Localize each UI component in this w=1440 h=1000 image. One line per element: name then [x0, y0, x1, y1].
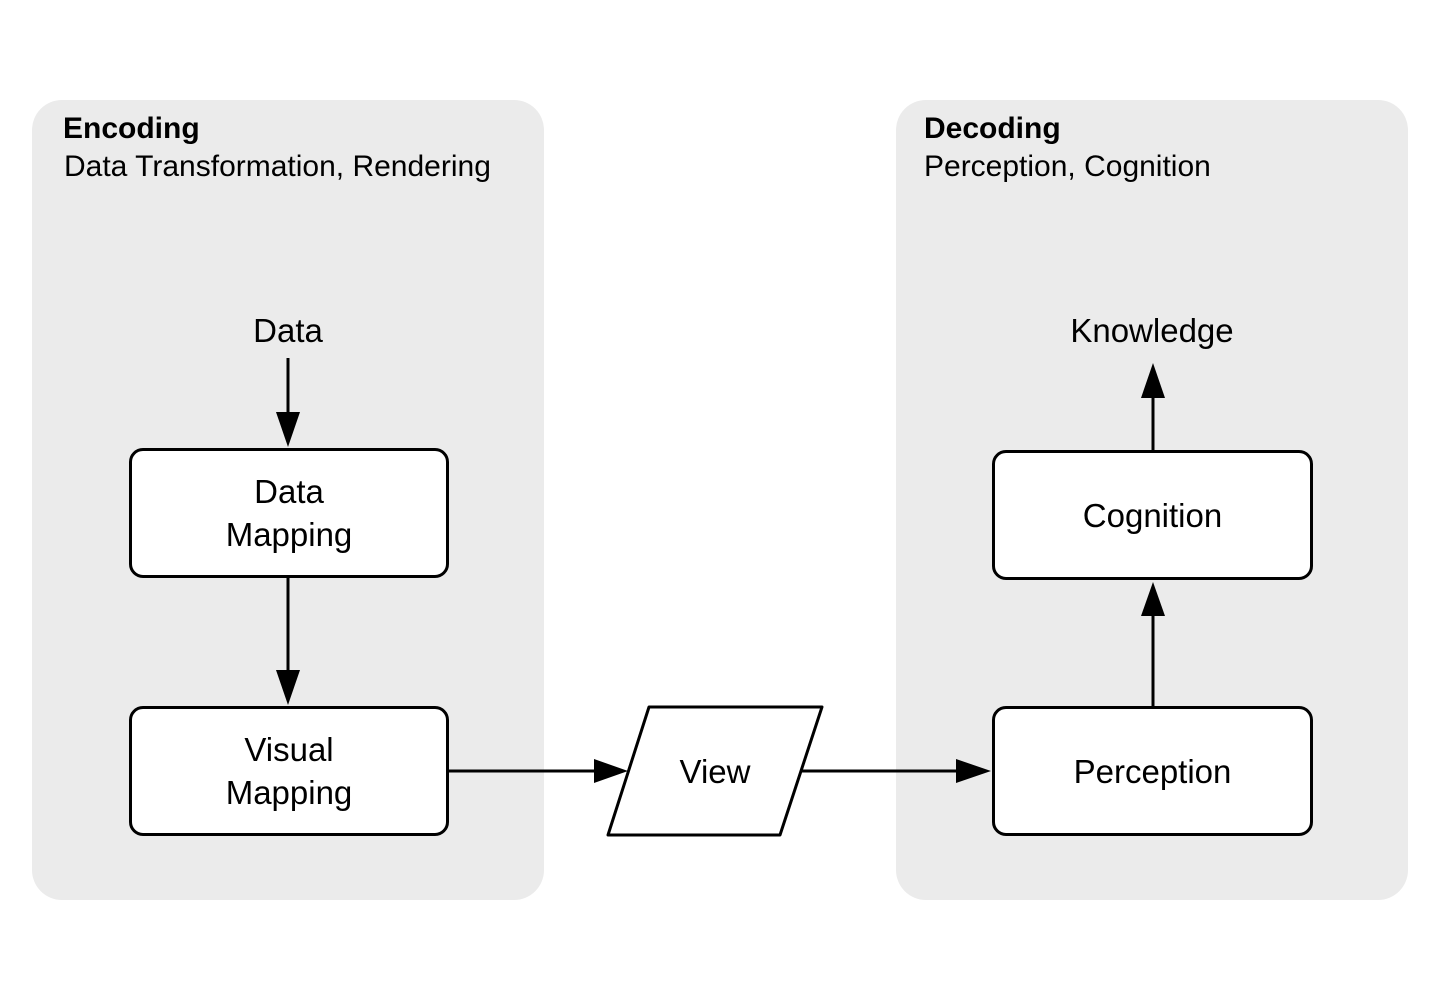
visual-mapping-label-line1: Visual [244, 731, 334, 768]
data-mapping-label-line1: Data [254, 473, 324, 510]
data-input-label: Data [253, 312, 323, 349]
arrowhead-cognition [1141, 582, 1165, 616]
arrowhead-visual-mapping [276, 670, 300, 705]
knowledge-output-label: Knowledge [1070, 312, 1234, 349]
visual-mapping-label-line2: Mapping [225, 774, 353, 811]
perception-node: Perception [992, 706, 1313, 836]
visual-mapping-node: Visual Mapping [129, 706, 449, 836]
encoding-title: Encoding [63, 112, 200, 145]
data-mapping-node: Data Mapping [129, 448, 449, 578]
cognition-node: Cognition [992, 450, 1313, 580]
decoding-subtitle: Perception, Cognition [924, 150, 1211, 183]
view-node-label: View [679, 753, 751, 790]
perception-label: Perception [1073, 752, 1232, 790]
data-mapping-label-line2: Mapping [225, 516, 353, 553]
decoding-title: Decoding [924, 112, 1061, 145]
arrowhead-perception [956, 759, 991, 783]
arrowhead-data-mapping [276, 412, 300, 447]
cognition-label: Cognition [1082, 496, 1223, 534]
arrowhead-view [594, 759, 628, 783]
arrowhead-knowledge [1141, 363, 1165, 398]
view-node-shape [606, 705, 824, 837]
encoding-subtitle: Data Transformation, Rendering [64, 150, 491, 183]
